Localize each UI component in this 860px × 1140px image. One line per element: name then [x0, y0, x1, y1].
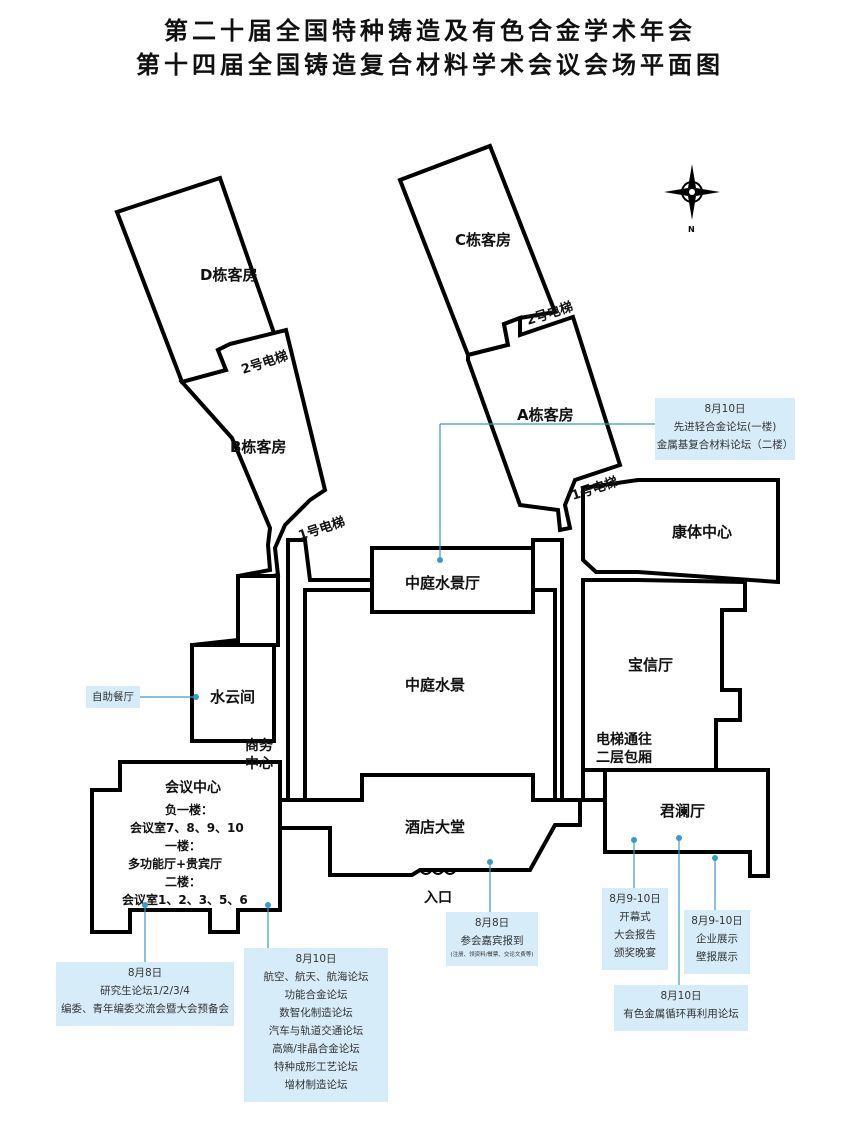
- junlan-hall[interactable]: [603, 768, 770, 878]
- label-elevator-1-left: 1号电梯: [296, 514, 347, 544]
- label-shuiyun: 水云间: [210, 688, 255, 706]
- compass-icon: N: [664, 164, 720, 234]
- callout-exhibit-line2: 壁报展示: [696, 951, 738, 963]
- label-lobby: 酒店大堂: [405, 818, 465, 836]
- elevator-alcove: [581, 768, 607, 802]
- label-business-1: 商务: [245, 737, 274, 754]
- callout-atrium-line1: 先进轻合金论坛(一楼): [673, 421, 777, 433]
- lobby[interactable]: [278, 773, 582, 877]
- callout-lobby-line1: 参会嘉宾报到: [460, 935, 524, 947]
- kangti-center[interactable]: [581, 478, 780, 585]
- callout-junlan-main: 8月9-10日 开幕式 大会报告 颁奖晚宴: [602, 888, 668, 970]
- label-business-2: 中心: [245, 755, 273, 772]
- pin-dot-buffet: [193, 694, 199, 700]
- callout-lobby-date: 8月8日: [474, 917, 510, 929]
- label-kangti: 康体中心: [672, 523, 732, 541]
- label-baoxin: 宝信厅: [628, 656, 673, 674]
- callout-atrium-hall: 8月10日 先进轻合金论坛(一楼) 金属基复合材料论坛（二楼）: [655, 398, 795, 460]
- label-lift-note-2: 二层包厢: [596, 749, 652, 766]
- callout-forum-line1: 有色金属循环再利用论坛: [623, 1008, 739, 1020]
- business-center[interactable]: [236, 574, 280, 647]
- pin-dot-exhibit: [712, 855, 718, 861]
- callout-confr-item: 航空、航天、航海论坛: [263, 971, 369, 983]
- conf-b1-label: 负一楼：: [165, 802, 213, 817]
- title-line-1: 第二十届全国特种铸造及有色合金学术年会: [164, 17, 696, 45]
- label-building-b: B栋客房: [230, 438, 286, 456]
- callout-confl-line2: 编委、青年编委交流会暨大会预备会: [61, 1003, 229, 1015]
- callout-forum-date: 8月10日: [660, 990, 702, 1002]
- pin-dot-lobby: [487, 859, 493, 865]
- label-entrance: 入口: [424, 890, 452, 906]
- callout-confr-item: 特种成形工艺论坛: [274, 1061, 358, 1073]
- label-building-a: A栋客房: [517, 406, 574, 424]
- conf-f2-rooms: 会议室1、2、3、5、6: [122, 892, 248, 907]
- pin-dot-conf-left: [142, 902, 148, 908]
- callout-exhibit-date: 8月9-10日: [691, 915, 743, 927]
- shuiyun-room[interactable]: [190, 643, 276, 743]
- label-atrium-hall: 中庭水景厅: [405, 574, 480, 592]
- callout-confl-date: 8月8日: [127, 967, 163, 979]
- callout-lobby: 8月8日 参会嘉宾报到 (注册、领资料/餐票、交论文费等): [446, 912, 538, 966]
- conf-f2-label: 二楼：: [165, 874, 201, 889]
- title-line-2: 第十四届全国铸造复合材料学术会议会场平面图: [136, 51, 724, 79]
- callout-junlan-line2: 大会报告: [614, 929, 656, 941]
- label-building-c: C栋客房: [455, 231, 511, 249]
- atrium[interactable]: [303, 588, 557, 802]
- callout-conf-right: 8月10日 航空、航天、航海论坛 功能合金论坛 数智化制造论坛 汽车与轨道交通论…: [244, 948, 388, 1102]
- pin-dot-conf-right: [265, 902, 271, 908]
- callout-junlan-line1: 开幕式: [619, 911, 651, 923]
- callout-exhibit: 8月9-10日 企业展示 壁报展示: [684, 910, 750, 974]
- callout-exhibit-line1: 企业展示: [696, 933, 738, 945]
- callout-confl-line1: 研究生论坛1/2/3/4: [100, 985, 190, 997]
- conf-f1-rooms: 多功能厅+贵宾厅: [128, 856, 222, 871]
- label-junlan: 君澜厅: [660, 802, 705, 820]
- callout-confr-item: 汽车与轨道交通论坛: [268, 1025, 364, 1037]
- callout-buffet-text: 自助餐厅: [92, 691, 134, 703]
- callout-lobby-small: (注册、领资料/餐票、交论文费等): [450, 952, 534, 958]
- callout-atrium-line2: 金属基复合材料论坛（二楼）: [656, 439, 794, 451]
- callout-confr-item: 数智化制造论坛: [279, 1007, 353, 1019]
- label-building-d: D栋客房: [200, 266, 257, 284]
- callout-confr-date: 8月10日: [295, 953, 337, 965]
- compass-label: N: [688, 225, 695, 234]
- callout-junlan-line3: 颁奖晚宴: [614, 947, 656, 959]
- callout-atrium-date: 8月10日: [704, 403, 746, 415]
- label-atrium: 中庭水景: [405, 676, 465, 694]
- conference-center[interactable]: [90, 760, 282, 934]
- callout-buffet: 自助餐厅: [86, 686, 140, 708]
- pin-dot-atrium: [437, 557, 443, 563]
- pin-dot-junlan-forum: [676, 835, 682, 841]
- entrance-marker: [419, 868, 457, 875]
- baoxin-hall[interactable]: [581, 578, 747, 802]
- callout-confr-item: 增材制造论坛: [284, 1079, 348, 1091]
- callout-confr-item: 高熵/非晶合金论坛: [272, 1043, 360, 1055]
- callout-conf-left: 8月8日 研究生论坛1/2/3/4 编委、青年编委交流会暨大会预备会: [56, 962, 234, 1026]
- callout-confr-item: 功能合金论坛: [284, 989, 348, 1001]
- conf-b1-rooms: 会议室7、8、9、10: [130, 820, 244, 835]
- callout-junlan-forum: 8月10日 有色金属循环再利用论坛: [614, 985, 748, 1031]
- conf-title: 会议中心: [165, 779, 221, 796]
- atrium-hall[interactable]: [370, 546, 535, 614]
- callout-junlan-date: 8月9-10日: [609, 893, 661, 905]
- pin-dot-junlan: [631, 837, 637, 843]
- conf-f1-label: 一楼：: [165, 838, 201, 853]
- label-lift-note-1: 电梯通往: [596, 731, 652, 748]
- map-title: 第二十届全国特种铸造及有色合金学术年会 第十四届全国铸造复合材料学术会议会场平面…: [0, 14, 860, 82]
